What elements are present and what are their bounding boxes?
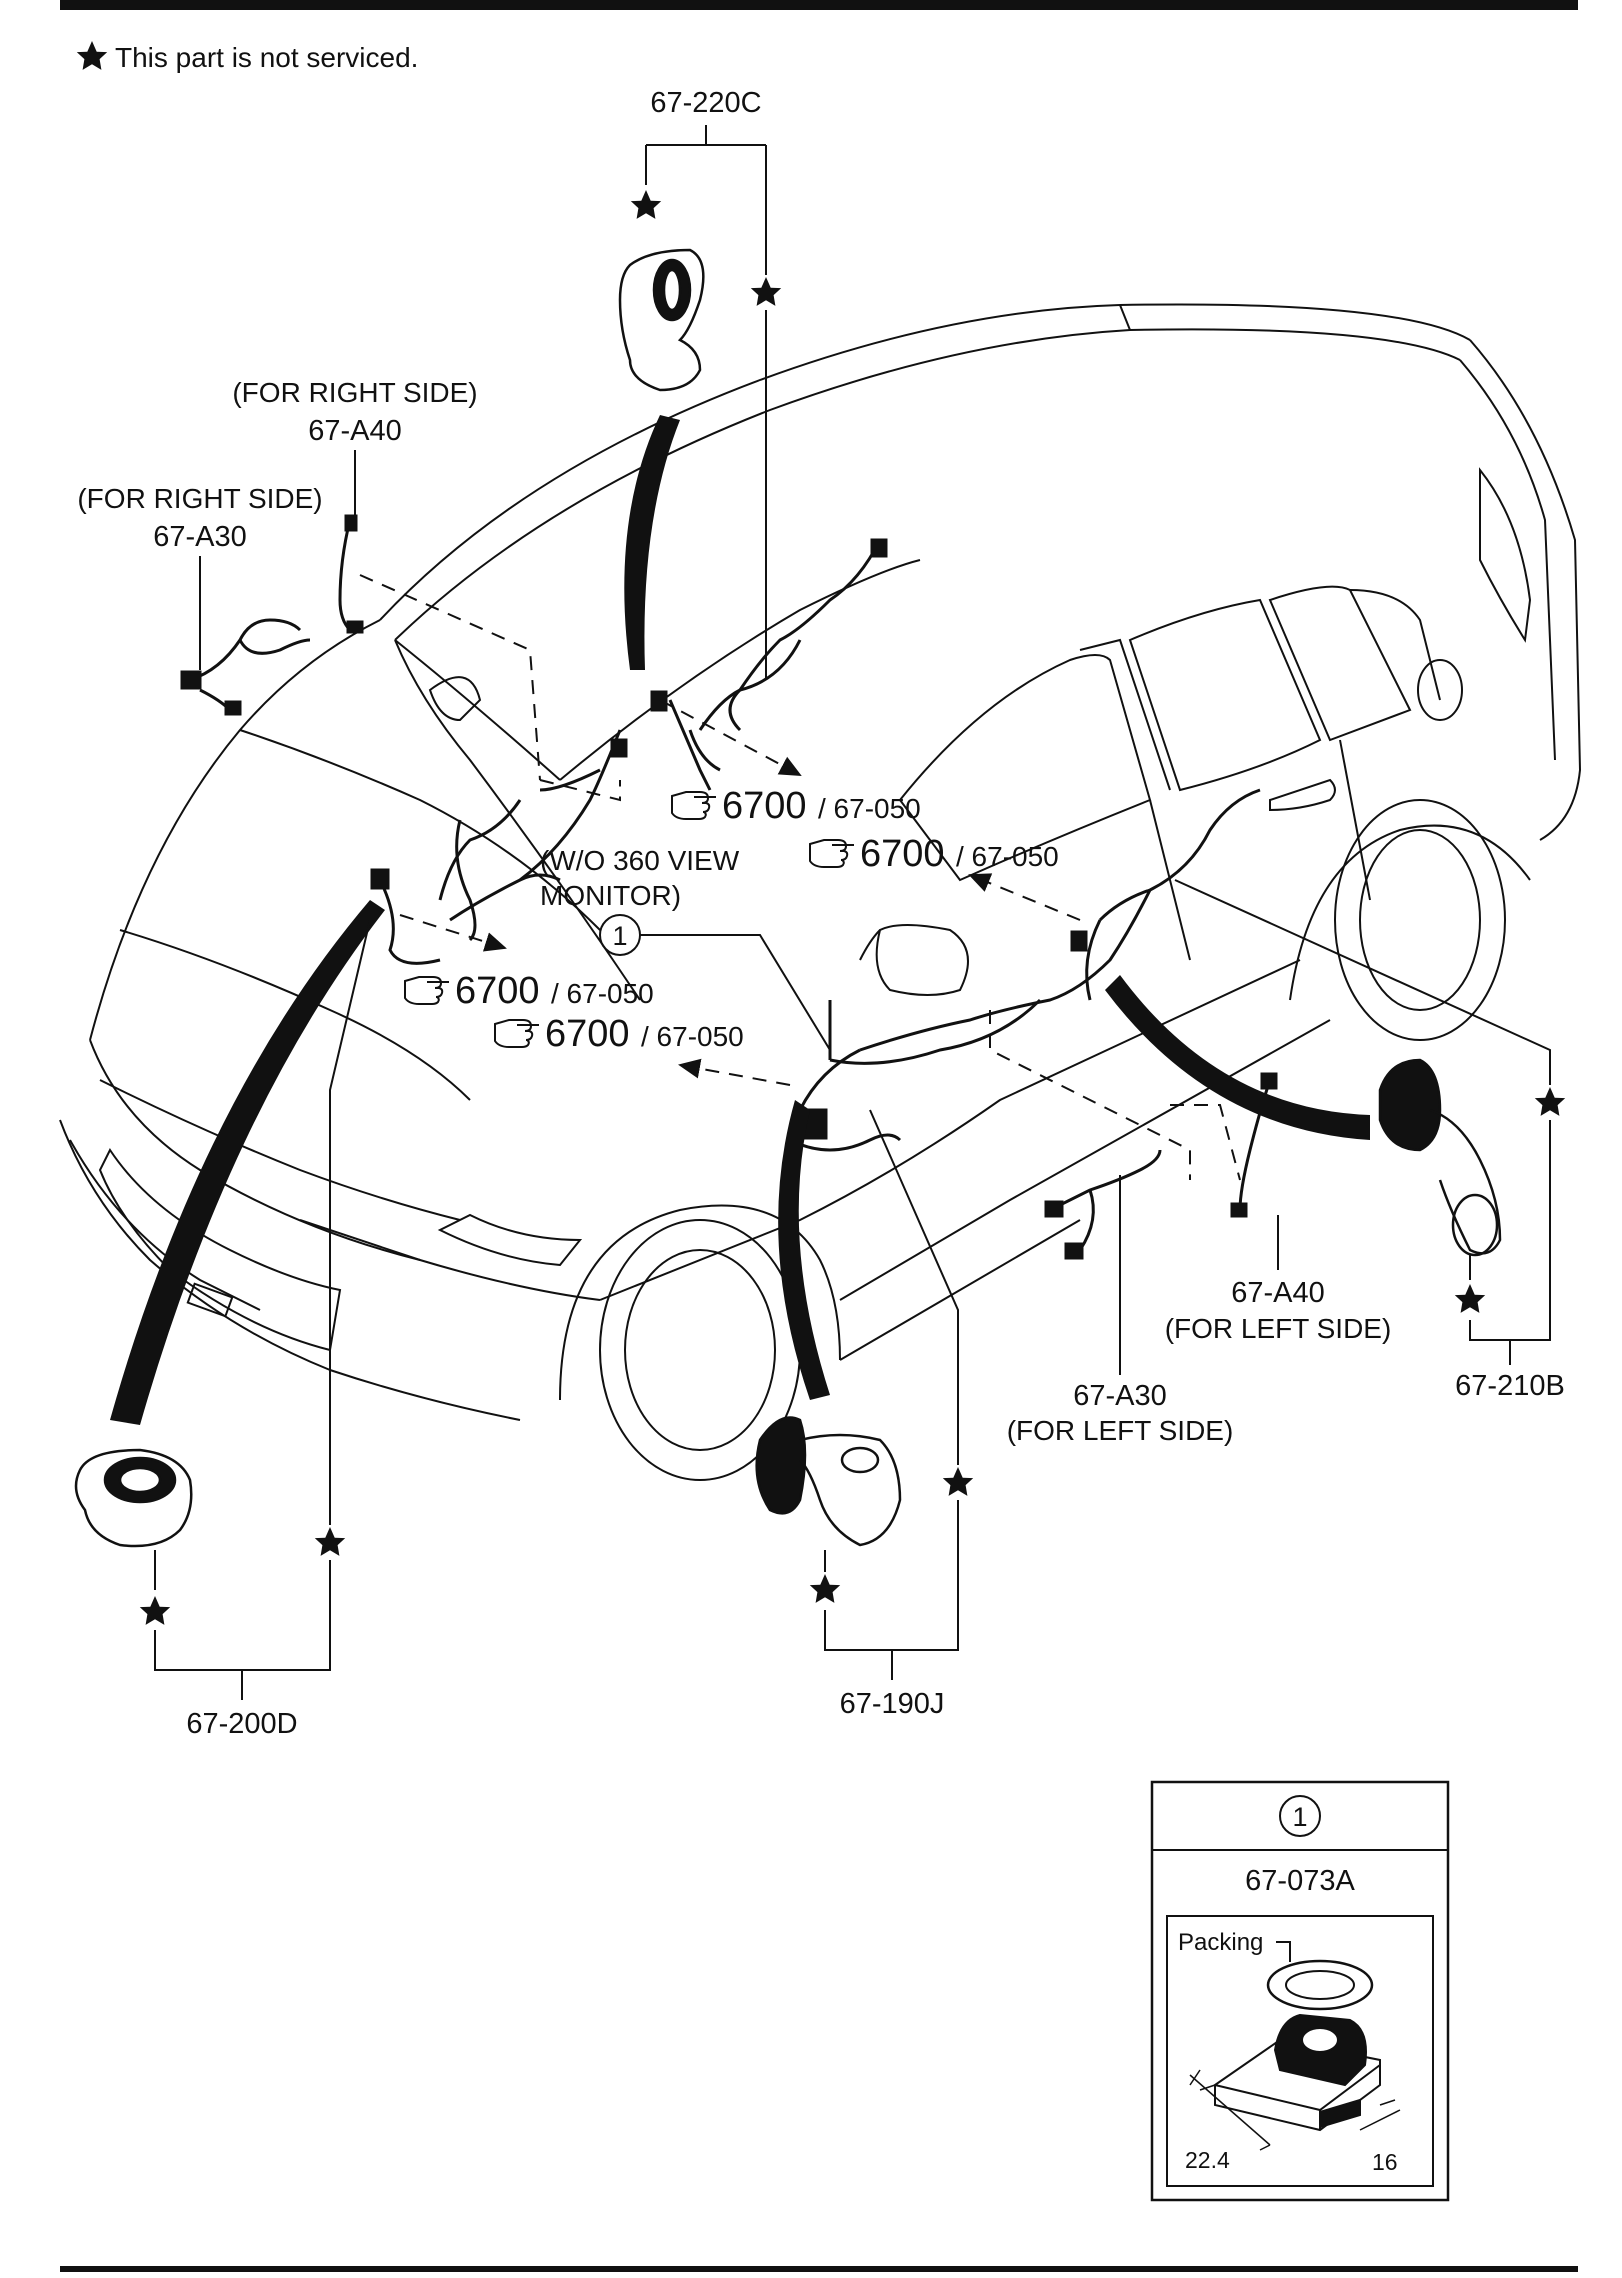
ref-marker-4: 6700 / 67-050 [494,1013,744,1055]
svg-text:6700: 6700 [545,1013,630,1055]
band-210b [1105,975,1370,1140]
inset-callout: 1 [1292,1802,1307,1832]
part-label-67-a40-left: 67-A40 [1231,1277,1325,1309]
part-label-67-210b: 67-210B [1455,1370,1565,1402]
bracket-200d [154,919,371,1700]
side-label-a40-left: (FOR LEFT SIDE) [1165,1313,1392,1344]
svg-text:/ 67-050: / 67-050 [956,841,1059,872]
part-label-67-a40-right: 67-A40 [308,415,402,447]
ref-arrows [399,699,1081,1086]
svg-text:/ 67-050: / 67-050 [551,978,654,1009]
ref-marker-2: 6700 / 67-050 [809,833,1059,875]
ref-marker-3: 6700 / 67-050 [404,970,654,1012]
band-200d [110,900,385,1425]
bracket-210b [1174,879,1551,1365]
grommet-220c [618,248,705,392]
inset-box: 1 67-073A Packing 22.4 16 [1150,1780,1450,2202]
part-label-67-190j: 67-190J [840,1688,945,1720]
star-icon [1454,1284,1486,1313]
side-label-a30-left: (FOR LEFT SIDE) [1007,1415,1234,1446]
dimension-lines [1189,2069,1401,2151]
svg-text:6700: 6700 [455,970,540,1012]
svg-text:/ 67-050: / 67-050 [641,1021,744,1052]
star-icon [1534,1087,1566,1116]
pointing-hand-icon [494,1019,540,1048]
harness-a30-left [1044,1149,1162,1260]
part-label-67-220c: 67-220C [650,87,761,119]
star-icon [942,1467,974,1496]
pointing-hand-icon [671,791,717,820]
band-220c [624,415,680,670]
svg-text:/ 67-050: / 67-050 [818,793,921,824]
dimension-depth: 16 [1372,2149,1398,2175]
star-icon [809,1574,841,1603]
harness-top [650,538,888,791]
bracket-220c [645,125,767,680]
inset-part-label: 67-073A [1245,1865,1355,1897]
svg-text:1: 1 [612,921,627,951]
wo360-label-line2: MONITOR) [540,880,681,911]
wo360-label-line1: (W/O 360 VIEW [540,845,740,876]
grommet-210b [1378,1058,1502,1257]
dashed-lines [359,574,1241,1181]
band-190j [778,1100,830,1400]
not-serviced-note: This part is not serviced. [115,42,418,73]
bottom-rule [60,2266,1578,2272]
callout-1: 1 [599,914,831,1051]
part-label-67-a30-left: 67-A30 [1073,1380,1167,1412]
star-icon [139,1596,171,1625]
star-icon [750,277,782,306]
part-label-67-a30-right: 67-A30 [153,521,247,553]
top-rule [60,0,1578,10]
harness-side [789,788,1261,1161]
star-icon [76,41,108,70]
vehicle-outline [59,303,1582,1481]
side-label-a40-right: (FOR RIGHT SIDE) [232,377,477,408]
grommet-200d [74,1448,193,1548]
ref-marker-1: 6700 / 67-050 [671,785,921,827]
grommet-073a [1214,2013,1381,2132]
pointing-hand-icon [809,839,855,868]
dimension-width: 22.4 [1185,2147,1230,2173]
packing-ring [1266,1959,1374,2011]
grommet-190j [755,1416,902,1547]
harness-a30-right [180,618,311,716]
star-icon [314,1527,346,1556]
svg-text:6700: 6700 [722,785,807,827]
star-icon [630,190,662,219]
harness-a40-right [338,514,364,634]
part-label-67-200d: 67-200D [186,1708,297,1740]
bracket-190j [824,1109,959,1680]
packing-label: Packing [1178,1929,1263,1956]
pointing-hand-icon [404,976,450,1005]
svg-text:6700: 6700 [860,833,945,875]
harness-front-main [370,729,628,965]
harness-a40-left [1230,1072,1278,1218]
side-label-a30-right: (FOR RIGHT SIDE) [77,483,322,514]
